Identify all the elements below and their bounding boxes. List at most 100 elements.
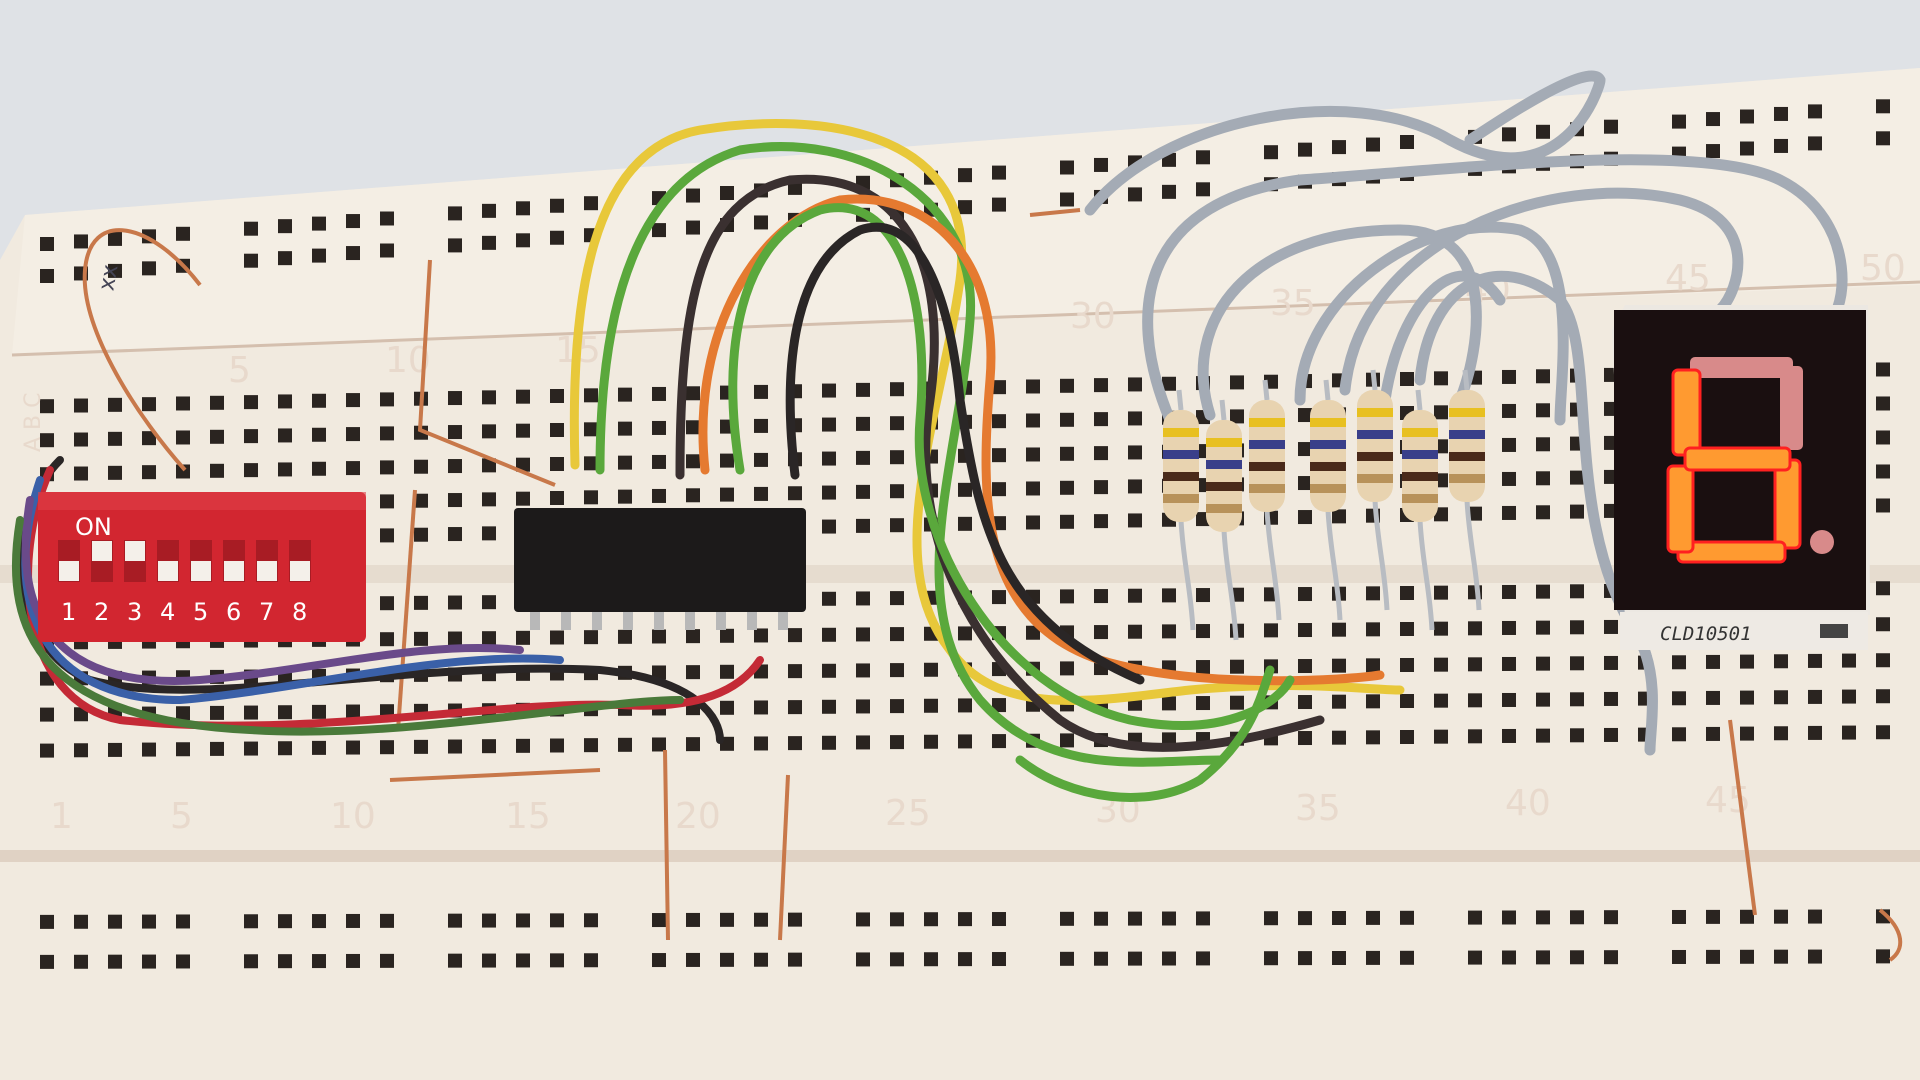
- hole: [1366, 694, 1380, 709]
- hole: [550, 230, 564, 245]
- segment-f: [1671, 368, 1702, 457]
- resistor-band: [1310, 418, 1346, 427]
- hole: [1808, 689, 1822, 704]
- hole: [1604, 619, 1618, 634]
- jumper-wire: [1878, 908, 1903, 962]
- hole: [516, 738, 530, 753]
- hole: [448, 739, 462, 754]
- hole: [244, 463, 258, 478]
- hole: [414, 739, 428, 754]
- hole: [1196, 150, 1210, 165]
- column-number: 10: [330, 796, 376, 837]
- hole: [1196, 182, 1210, 197]
- resistor-band: [1357, 452, 1393, 461]
- hole: [1298, 142, 1312, 157]
- hole: [380, 953, 394, 968]
- hole: [686, 220, 700, 235]
- hole: [482, 595, 496, 610]
- hole: [1536, 620, 1550, 635]
- hole: [890, 952, 904, 967]
- hole: [754, 452, 768, 467]
- hole: [618, 421, 632, 436]
- hole: [856, 735, 870, 750]
- hole: [992, 912, 1006, 927]
- hole: [1298, 442, 1312, 457]
- resistor: [1206, 399, 1242, 641]
- switch-toggle-3[interactable]: [125, 541, 145, 561]
- hole: [1604, 691, 1618, 706]
- hole: [822, 383, 836, 398]
- resistor-band: [1310, 484, 1346, 493]
- hole: [618, 489, 632, 504]
- hole: [1128, 445, 1142, 460]
- hole: [754, 384, 768, 399]
- chip-pin: [530, 612, 540, 630]
- hole: [584, 913, 598, 928]
- hole: [1570, 692, 1584, 707]
- hole: [1706, 112, 1720, 127]
- jumper-wire: [82, 228, 202, 472]
- switch-toggle-1[interactable]: [59, 561, 79, 581]
- signal-wires: [569, 119, 1405, 802]
- hole: [1060, 911, 1074, 926]
- hole: [992, 734, 1006, 749]
- hole: [74, 234, 88, 249]
- hole: [1094, 951, 1108, 966]
- dip-wires: [11, 456, 764, 744]
- hole: [1332, 140, 1346, 155]
- hole: [74, 707, 88, 722]
- hole: [278, 914, 292, 929]
- switch-toggle-5[interactable]: [191, 561, 211, 581]
- hole: [720, 628, 734, 643]
- hole: [414, 631, 428, 646]
- hole: [1434, 621, 1448, 636]
- hole: [652, 454, 666, 469]
- hole: [1468, 621, 1482, 636]
- hole: [108, 231, 122, 246]
- switch-toggle-6[interactable]: [224, 561, 244, 581]
- switch-toggle-4[interactable]: [158, 561, 178, 581]
- hole: [1196, 660, 1210, 675]
- hole: [1876, 99, 1890, 114]
- hole: [414, 527, 428, 542]
- hole: [1570, 470, 1584, 485]
- hole: [720, 453, 734, 468]
- switch-toggle-2[interactable]: [92, 541, 112, 561]
- hole: [1162, 696, 1176, 711]
- gray-wires: [1084, 70, 1848, 756]
- switch-toggle-7[interactable]: [257, 561, 277, 581]
- hole: [1060, 480, 1074, 495]
- hole: [1502, 728, 1516, 743]
- hole: [1876, 689, 1890, 704]
- switch-toggle-8[interactable]: [290, 561, 310, 581]
- hole: [1876, 617, 1890, 632]
- hole: [1842, 725, 1856, 740]
- hole: [550, 198, 564, 213]
- hole: [516, 201, 530, 216]
- hole: [1468, 506, 1482, 521]
- hole: [210, 429, 224, 444]
- hole: [380, 632, 394, 647]
- hole: [992, 197, 1006, 212]
- column-number: 25: [885, 793, 931, 834]
- hole: [1434, 405, 1448, 420]
- hole: [686, 386, 700, 401]
- resistor-band: [1310, 440, 1346, 449]
- hole: [346, 214, 360, 229]
- hole: [1060, 951, 1074, 966]
- hole: [890, 591, 904, 606]
- green-wire: [728, 203, 1295, 730]
- hole: [414, 595, 428, 610]
- hole: [618, 455, 632, 470]
- resistor-band: [1402, 450, 1438, 459]
- hole: [210, 705, 224, 720]
- hole: [550, 953, 564, 968]
- hole: [1060, 412, 1074, 427]
- hole: [1434, 507, 1448, 522]
- hole: [482, 739, 496, 754]
- segment-e: [1666, 464, 1695, 554]
- hole: [482, 631, 496, 646]
- chip-pin: [654, 612, 664, 630]
- hole: [1502, 437, 1516, 452]
